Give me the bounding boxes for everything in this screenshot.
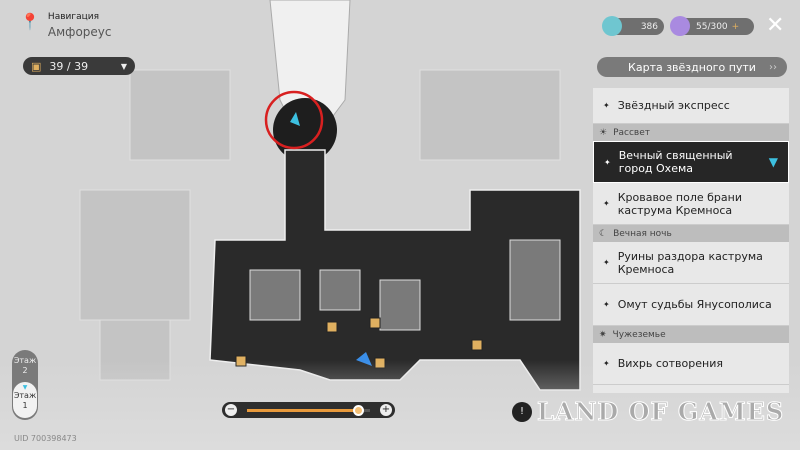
section-title: Рассвет xyxy=(613,127,651,138)
world-name: Амфореус xyxy=(47,25,112,39)
location-label: Звёздный экспресс xyxy=(617,99,730,112)
zoom-out-button[interactable]: − xyxy=(225,404,237,416)
floor-number: 2 xyxy=(22,366,28,375)
watermark: LAND OF GAMES xyxy=(536,397,785,426)
location-item[interactable]: ✦Вихрь сотворения xyxy=(593,343,789,385)
nav-label: Навигация xyxy=(47,12,99,22)
location-label: Вихрь сотворения xyxy=(617,357,723,370)
navigation-header: 📍 Навигация Амфореус xyxy=(20,12,111,39)
zoom-fill xyxy=(247,409,358,412)
location-label: Руины раздора каструма Кремноса xyxy=(617,249,763,276)
location-item-selected[interactable]: ✦Вечный священный город Охема▼ xyxy=(593,141,789,183)
trailblaze-power-value: 55/300 xyxy=(696,21,728,32)
location-label: Вечный священный город Охема xyxy=(618,149,733,175)
location-list: ✦Звёздный экспресс ☀Рассвет ✦Вечный свящ… xyxy=(593,88,789,393)
section-title: Чужеземье xyxy=(612,329,666,340)
chest-counter-dropdown[interactable]: ▣ 39 / 39 ▼ xyxy=(23,57,135,75)
zoom-slider[interactable] xyxy=(247,405,370,416)
stellar-jade-counter: 386 xyxy=(602,16,664,36)
location-label: Омут судьбы Янусополиса xyxy=(617,298,772,311)
player-location-icon: ▼ xyxy=(768,154,778,169)
plus-icon[interactable]: + xyxy=(731,21,740,32)
location-item[interactable]: ✦Звёздный экспресс xyxy=(593,88,789,124)
quest-icon[interactable]: ! xyxy=(512,402,532,422)
location-item[interactable]: ✦Омут судьбы Янусополиса xyxy=(593,284,789,326)
chest-count: 39 / 39 xyxy=(49,59,89,73)
floor-label: Этаж xyxy=(13,391,37,400)
section-title: Вечная ночь xyxy=(613,228,672,239)
section-header: ✷ Чужеземье xyxy=(593,326,789,343)
chevron-down-icon: ▼ xyxy=(120,61,127,71)
section-header: ☾ Вечная ночь xyxy=(593,225,789,242)
zoom-control: − + xyxy=(222,402,395,418)
uid-label: UID 700398473 xyxy=(14,434,77,443)
moon-icon: ☾ xyxy=(599,228,608,239)
location-item[interactable]: ✦Руины раздора каструма Кремноса xyxy=(593,242,789,284)
close-button[interactable]: ✕ xyxy=(766,13,785,38)
star-map-button[interactable]: Карта звёздного пути ›› xyxy=(597,57,787,77)
floor-label: Этаж xyxy=(13,356,37,365)
star-map-label: Карта звёздного пути xyxy=(628,60,756,74)
trailblaze-power-counter: 55/300 + xyxy=(670,16,754,36)
zoom-knob[interactable] xyxy=(352,405,364,416)
chest-icon: ▣ xyxy=(31,59,42,73)
sun-icon: ☀ xyxy=(599,127,608,138)
location-pin-icon: 📍 xyxy=(20,12,40,31)
floor-number: 1 xyxy=(22,401,28,410)
location-label: Кровавое поле брани каструма Кремноса xyxy=(617,190,742,217)
star-burst-icon: ✷ xyxy=(599,329,607,340)
trailblaze-power-icon xyxy=(670,16,690,36)
chevron-right-icon: ›› xyxy=(769,61,777,73)
stellar-jade-icon xyxy=(602,16,622,36)
section-header: ☀ Рассвет xyxy=(593,124,789,141)
zoom-in-button[interactable]: + xyxy=(380,404,392,416)
current-floor-icon: ▼ xyxy=(22,384,28,391)
stellar-jade-value: 386 xyxy=(640,21,658,32)
location-item[interactable]: ✦Кровавое поле брани каструма Кремноса xyxy=(593,183,789,225)
